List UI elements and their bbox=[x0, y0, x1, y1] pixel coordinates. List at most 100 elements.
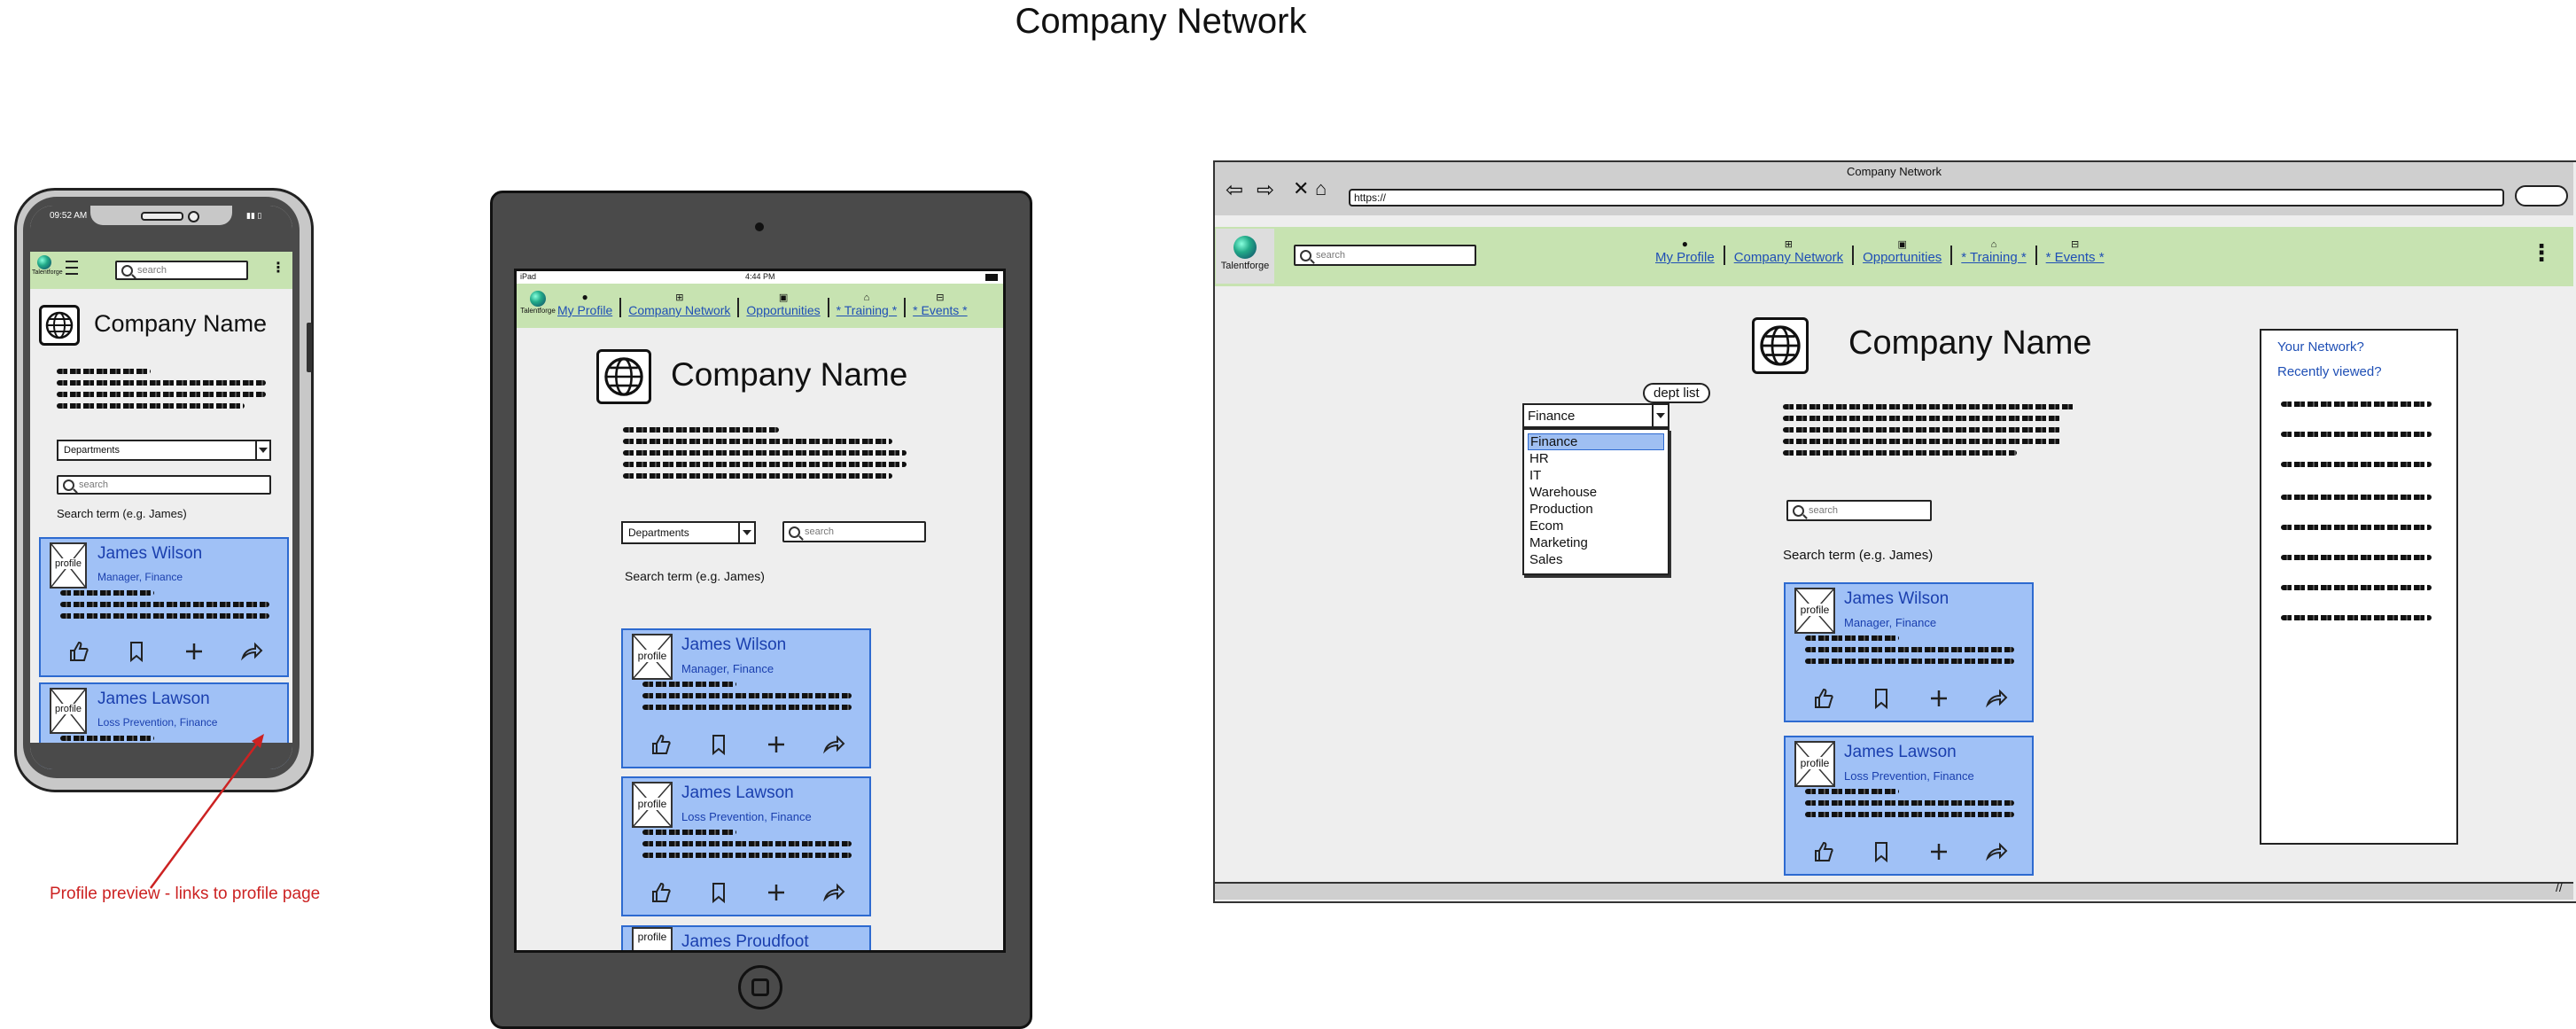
people-search-input[interactable]: search bbox=[782, 521, 926, 542]
talentforge-globe-icon bbox=[37, 255, 51, 269]
stop-icon[interactable]: ✕ bbox=[1293, 177, 1310, 199]
company-name: Company Name bbox=[671, 356, 908, 393]
profile-name: James Lawson bbox=[97, 690, 210, 708]
phone-camera-icon bbox=[188, 211, 199, 222]
search-term-label: Search term (e.g. James) bbox=[57, 507, 187, 520]
dropdown-option[interactable]: Sales bbox=[1529, 552, 1563, 567]
tablet-time: 4:44 PM bbox=[745, 272, 775, 281]
dept-list-tooltip: dept list bbox=[1643, 383, 1710, 403]
dropdown-option[interactable]: HR bbox=[1529, 451, 1549, 466]
more-vertical-icon[interactable]: ⋮ bbox=[271, 261, 285, 276]
search-icon bbox=[121, 264, 133, 277]
forward-icon[interactable]: ⇨ bbox=[1257, 178, 1275, 202]
battery-icon bbox=[985, 274, 998, 281]
people-search-input[interactable]: search bbox=[1786, 500, 1932, 521]
profile-image-label: profile bbox=[51, 704, 85, 714]
profile-image: profile bbox=[50, 542, 87, 589]
profile-card[interactable]: profile James Lawson Loss Prevention, Fi… bbox=[621, 776, 871, 916]
browser-logo[interactable]: Talentforge bbox=[1216, 229, 1274, 284]
like-icon[interactable] bbox=[650, 733, 673, 760]
your-network-link[interactable]: Your Network? bbox=[2277, 339, 2364, 355]
add-icon[interactable] bbox=[183, 640, 206, 667]
browser-search-pill[interactable] bbox=[2515, 185, 2568, 207]
dropdown-option[interactable]: Ecom bbox=[1529, 518, 1564, 534]
profile-name: James Wilson bbox=[97, 544, 203, 563]
nav-events[interactable]: ⊟* Events * bbox=[913, 292, 968, 317]
bookmark-icon[interactable] bbox=[707, 733, 730, 760]
resize-grip-icon[interactable]: // bbox=[2556, 880, 2563, 894]
brand-name: Talentforge bbox=[32, 269, 63, 276]
add-icon[interactable] bbox=[765, 733, 788, 760]
tablet-logo[interactable]: Talentforge bbox=[518, 287, 557, 323]
dropdown-option[interactable]: Production bbox=[1529, 502, 1593, 517]
profile-card[interactable]: profile James Lawson Loss Prevention, Fi… bbox=[1784, 736, 2034, 876]
address-bar[interactable]: https:// bbox=[1349, 189, 2504, 207]
back-icon[interactable]: ⇦ bbox=[1226, 178, 1244, 202]
profile-summary bbox=[642, 682, 852, 716]
company-description bbox=[623, 427, 907, 485]
phone-search-input[interactable]: search bbox=[115, 261, 248, 280]
profile-role: Manager, Finance bbox=[1844, 616, 1937, 629]
department-selected: Finance bbox=[1528, 408, 1576, 424]
recently-viewed-link[interactable]: Recently viewed? bbox=[2277, 364, 2382, 379]
tablet-status-bar: iPad 4:44 PM bbox=[517, 271, 1003, 284]
share-icon[interactable] bbox=[1985, 840, 2008, 868]
nav-training[interactable]: ⌂* Training * bbox=[1961, 239, 2027, 265]
dropdown-option[interactable]: Marketing bbox=[1529, 535, 1588, 550]
share-icon[interactable] bbox=[1985, 687, 2008, 714]
nav-my-profile[interactable]: ●My Profile bbox=[1655, 238, 1715, 265]
nav-events[interactable]: ⊟* Events * bbox=[2045, 239, 2105, 265]
like-icon[interactable] bbox=[650, 881, 673, 908]
phone-logo[interactable]: Talentforge bbox=[32, 253, 63, 287]
brand-name: Talentforge bbox=[1220, 261, 1270, 271]
profile-name: James Lawson bbox=[681, 783, 794, 802]
tablet-home-button[interactable] bbox=[738, 965, 782, 1010]
add-icon[interactable] bbox=[765, 881, 788, 908]
brand-name: Talentforge bbox=[520, 307, 556, 315]
departments-select[interactable]: Departments bbox=[621, 521, 756, 544]
bookmark-icon[interactable] bbox=[1870, 840, 1893, 868]
nav-company-network[interactable]: ⊞Company Network bbox=[628, 292, 731, 317]
profile-card[interactable]: profile James Wilson Manager, Finance bbox=[1784, 582, 2034, 722]
bookmark-icon[interactable] bbox=[125, 640, 148, 667]
more-vertical-icon[interactable]: ⋮ bbox=[2530, 239, 2553, 266]
nav-opportunities[interactable]: ▣Opportunities bbox=[1863, 239, 1942, 265]
add-icon[interactable] bbox=[1927, 687, 1950, 714]
people-search-input[interactable]: search bbox=[57, 475, 271, 495]
dropdown-option[interactable]: Finance bbox=[1528, 433, 1664, 450]
bookmark-icon[interactable] bbox=[1870, 687, 1893, 714]
nav-opportunities[interactable]: ▣Opportunities bbox=[746, 292, 821, 317]
nav-my-profile[interactable]: ●My Profile bbox=[557, 291, 613, 317]
phone-speaker-icon bbox=[141, 212, 183, 221]
profile-image: profile bbox=[632, 927, 673, 950]
profile-image: profile bbox=[632, 782, 673, 828]
add-icon[interactable] bbox=[1927, 840, 1950, 868]
share-icon[interactable] bbox=[822, 733, 845, 760]
like-icon[interactable] bbox=[67, 640, 90, 667]
dropdown-option[interactable]: IT bbox=[1529, 468, 1542, 483]
nav-training[interactable]: ⌂* Training * bbox=[836, 292, 898, 317]
network-side-panel: Your Network? Recently viewed? bbox=[2260, 329, 2458, 845]
profile-image-label: profile bbox=[1796, 604, 1833, 616]
profile-image-label: profile bbox=[634, 798, 671, 810]
home-icon[interactable]: ⌂ bbox=[1315, 177, 1327, 199]
profile-card[interactable]: profile James Proudfoot bbox=[621, 925, 871, 950]
department-dropdown[interactable]: Finance bbox=[1522, 403, 1669, 428]
departments-select[interactable]: Departments bbox=[57, 440, 271, 461]
share-icon[interactable] bbox=[240, 640, 263, 667]
like-icon[interactable] bbox=[1812, 840, 1835, 868]
bookmark-icon[interactable] bbox=[707, 881, 730, 908]
briefcase-icon: ▣ bbox=[778, 292, 789, 303]
dropdown-option[interactable]: Warehouse bbox=[1529, 485, 1598, 500]
browser-search-input[interactable]: search bbox=[1294, 245, 1476, 266]
talentforge-globe-icon bbox=[1234, 236, 1257, 259]
nav-company-network[interactable]: ⊞Company Network bbox=[1733, 239, 1844, 265]
profile-card[interactable]: profile James Wilson Manager, Finance bbox=[39, 537, 289, 677]
profile-actions bbox=[1794, 687, 2025, 714]
events-icon: ⊟ bbox=[2071, 239, 2080, 250]
share-icon[interactable] bbox=[822, 881, 845, 908]
profile-role: Manager, Finance bbox=[97, 571, 183, 583]
like-icon[interactable] bbox=[1812, 687, 1835, 714]
profile-card[interactable]: profile James Wilson Manager, Finance bbox=[621, 628, 871, 768]
hamburger-menu-icon[interactable] bbox=[66, 261, 78, 275]
